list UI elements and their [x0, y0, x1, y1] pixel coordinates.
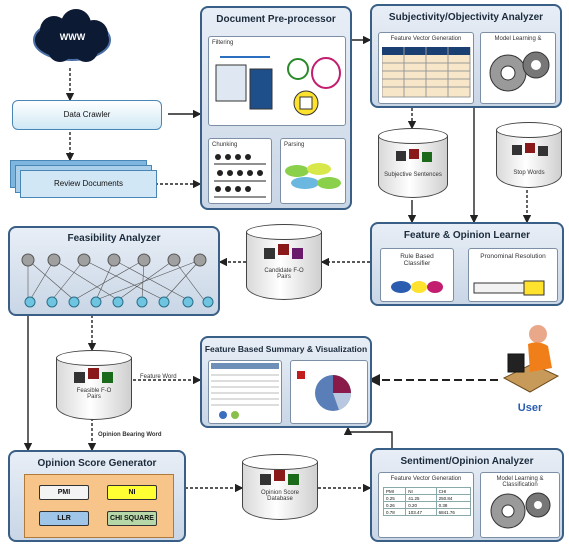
table-cell: PMI: [382, 487, 407, 495]
sent-model-learning-label: Model Learning & Classification: [496, 476, 544, 488]
sent-model-learning-panel: Model Learning & Classification: [480, 472, 560, 538]
data-icon: [74, 368, 113, 383]
data-icon: [512, 143, 548, 156]
stop-words-label: Stop Words: [513, 170, 545, 176]
llr-button[interactable]: LLR: [39, 511, 89, 526]
parsing-label: Parsing: [284, 142, 305, 148]
feature-summary-box: Feature Based Summary & Visualization: [200, 336, 372, 428]
filtering-label: Filtering: [212, 40, 234, 46]
parsing-illustration: [285, 163, 341, 189]
www-cloud: WWW: [30, 8, 115, 66]
table-cell: CHI: [435, 487, 472, 495]
feature-summary-title: Feature Based Summary & Visualization: [204, 344, 368, 354]
user-label: User: [517, 402, 543, 414]
user-at-computer-icon: [502, 325, 560, 393]
feasible-fo-pairs-label: Feasible F-O Pairs: [76, 388, 112, 400]
pie-chart-panel: [290, 360, 368, 424]
subjectivity-analyzer-box: Subjectivity/Objectivity Analyzer Featur…: [370, 4, 562, 108]
candidate-fo-pairs-label: Candidate F-O Pairs: [264, 268, 304, 280]
gears-icon: [490, 492, 551, 529]
pronominal-resolution-panel: Pronominal Resolution: [468, 248, 558, 302]
review-documents-label: Review Documents: [54, 179, 123, 188]
chi-square-button[interactable]: CHI SQUARE: [107, 511, 157, 526]
data-icon: [264, 244, 303, 259]
feature-word-label: Feature Word: [140, 374, 177, 380]
stop-words-db: Stop Words: [496, 122, 562, 188]
document-preprocessor-title: Document Pre-processor: [216, 14, 336, 25]
rule-based-classifier-panel: Rule Based Classifier: [380, 248, 454, 302]
filtering-illustration: [215, 56, 341, 116]
data-icon: [260, 470, 299, 485]
subjectivity-analyzer-title: Subjectivity/Objectivity Analyzer: [388, 12, 544, 23]
subj-model-learning-panel: Model Learning &: [480, 32, 556, 104]
table-cell: 0.20: [405, 501, 437, 509]
summary-screenshot-panel: [208, 360, 282, 424]
table-cell: 0.25: [382, 494, 407, 502]
subj-feature-table: [382, 47, 471, 98]
feasibility-analyzer-box: Feasibility Analyzer: [8, 226, 220, 316]
sentiment-analyzer-title: Sentiment/Opinion Analyzer: [400, 456, 534, 467]
subjective-sentences-db: Subjective Sentences: [378, 128, 448, 198]
data-crawler-box: Data Crawler: [12, 100, 162, 130]
summary-table-graphic: [211, 363, 279, 419]
opinion-score-generator-box: Opinion Score Generator PMI NI LLR CHI S…: [8, 450, 186, 542]
chunking-illustration: [214, 154, 266, 198]
feasibility-analyzer-title: Feasibility Analyzer: [67, 233, 161, 244]
gears-icon: [489, 51, 550, 92]
filtering-panel: Filtering: [208, 36, 346, 126]
opinion-score-generator-title: Opinion Score Generator: [37, 458, 157, 469]
table-cell: 6841.76: [435, 508, 472, 516]
score-methods-panel: PMI NI LLR CHI SQUARE: [24, 474, 174, 538]
sent-feature-vector-label: Feature Vector Generation: [390, 476, 462, 482]
table-cell: 0.26: [382, 501, 407, 509]
table-cell: 0.78: [382, 508, 407, 516]
user-figure: User: [498, 320, 562, 416]
chunking-panel: Chunking: [208, 138, 272, 204]
cloud-icon: [33, 9, 111, 62]
table-cell: 41.25: [405, 494, 437, 502]
chunking-label: Chunking: [212, 142, 238, 148]
pmi-button[interactable]: PMI: [39, 485, 89, 500]
data-icon: [396, 149, 432, 162]
feature-opinion-learner-box: Feature & Opinion Learner Rule Based Cla…: [370, 222, 564, 306]
table-cell: 0.38: [435, 501, 472, 509]
table-cell: 250.84: [435, 494, 472, 502]
subj-feature-vector-panel: Feature Vector Generation: [378, 32, 474, 104]
pie-chart-graphic: [297, 371, 352, 411]
data-crawler-label: Data Crawler: [63, 110, 111, 119]
opinion-bearing-word-label: Opinion Bearing Word: [98, 432, 162, 438]
opinion-score-database-label: Opinion Score Database: [260, 490, 300, 502]
opinion-score-database-db: Opinion Score Database: [242, 454, 318, 520]
subjective-sentences-label: Subjective Sentences: [384, 172, 442, 178]
parsing-panel: Parsing: [280, 138, 346, 204]
ni-button[interactable]: NI: [107, 485, 157, 500]
sentiment-analyzer-box: Sentiment/Opinion Analyzer Feature Vecto…: [370, 448, 564, 542]
www-label: WWW: [59, 32, 86, 42]
neural-network-diagram: [21, 253, 214, 308]
resolution-icon: [473, 280, 545, 296]
table-cell: NI: [405, 487, 437, 495]
candidate-fo-pairs-db: Candidate F-O Pairs: [246, 224, 322, 300]
pronominal-resolution-label: Pronominal Resolution: [480, 253, 546, 260]
subj-feature-vector-label: Feature Vector Generation: [390, 36, 462, 42]
review-documents-stack: Review Documents: [10, 160, 157, 200]
classifier-icon: [391, 281, 443, 293]
subj-model-learning-label: Model Learning &: [494, 36, 542, 42]
feature-opinion-learner-title: Feature & Opinion Learner: [403, 230, 531, 241]
feasible-fo-pairs-db: Feasible F-O Pairs: [56, 350, 132, 420]
document-preprocessor-box: Document Pre-processor Filtering Chunkin…: [200, 6, 352, 210]
table-cell: 103.47: [405, 508, 437, 516]
rule-based-classifier-label: Rule Based Classifier: [400, 253, 434, 267]
